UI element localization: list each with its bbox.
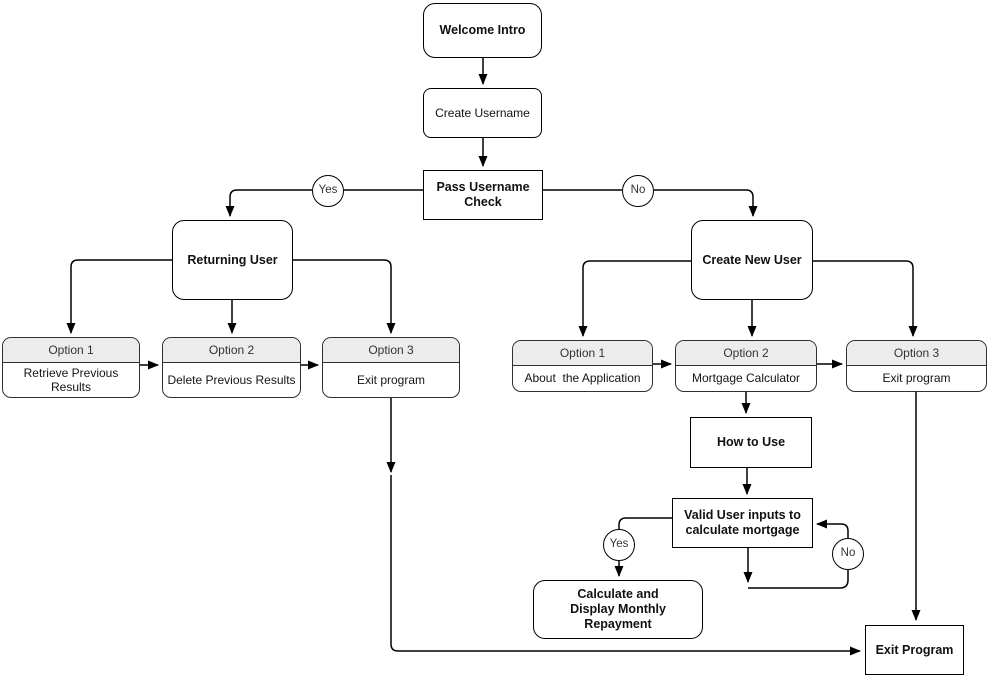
node-returning-option-3: Option 3 Exit program (322, 337, 460, 398)
node-exit-program: Exit Program (865, 625, 964, 675)
option-header: Option 1 (513, 341, 652, 366)
node-returning-user: Returning User (172, 220, 293, 300)
edge-loop-to-no-label (748, 570, 849, 589)
node-create-username: Create Username (423, 88, 542, 138)
label-yes-branch: Yes (312, 175, 344, 207)
node-newuser-option-2: Option 2 Mortgage Calculator (675, 340, 817, 392)
node-newuser-option-3: Option 3 Exit program (846, 340, 987, 392)
node-calculate-display-repayment: Calculate and Display Monthly Repayment (533, 580, 703, 639)
edge-create-new-user-to-right-option3 (813, 260, 918, 337)
node-label: Calculate and Display Monthly Repayment (570, 587, 666, 631)
option-header: Option 3 (847, 341, 986, 366)
label-valid-no: No (832, 538, 864, 570)
node-pass-username-check: Pass Username Check (423, 170, 543, 220)
label-no-branch: No (622, 175, 654, 207)
node-returning-option-1: Option 1 Retrieve Previous Results (2, 337, 140, 398)
edge-create-new-user-to-right-option1 (578, 260, 691, 337)
node-how-to-use: How to Use (690, 417, 812, 468)
option-header: Option 2 (163, 338, 300, 363)
node-newuser-option-1: Option 1 About the Application (512, 340, 653, 392)
node-valid-user-inputs: Valid User inputs to calculate mortgage (672, 498, 813, 548)
node-returning-option-2: Option 2 Delete Previous Results (162, 337, 301, 398)
edge-no-to-create-new-user (654, 189, 758, 217)
option-header: Option 1 (3, 338, 139, 363)
option-body: Exit program (882, 371, 951, 386)
edge-returning-user-to-left-option1 (66, 259, 172, 334)
label-valid-yes: Yes (603, 529, 635, 561)
option-body: Delete Previous Results (167, 372, 296, 387)
option-body: Exit program (356, 372, 426, 387)
edge-no-back-to-valid-inputs (816, 519, 849, 538)
option-header: Option 3 (323, 338, 459, 363)
option-header: Option 2 (676, 341, 816, 366)
node-create-new-user: Create New User (691, 220, 813, 300)
edge-left-option3-to-exit-program (390, 475, 861, 656)
edge-valid-inputs-to-yes-label (618, 517, 672, 529)
node-welcome-intro: Welcome Intro (423, 3, 542, 58)
option-body: About the Application (524, 371, 641, 386)
option-body: Mortgage Calculator (691, 371, 801, 386)
edge-returning-user-to-left-option3 (293, 259, 396, 334)
edge-yes-to-returning-user (225, 189, 312, 217)
option-body: Retrieve Previous Results (23, 365, 122, 394)
